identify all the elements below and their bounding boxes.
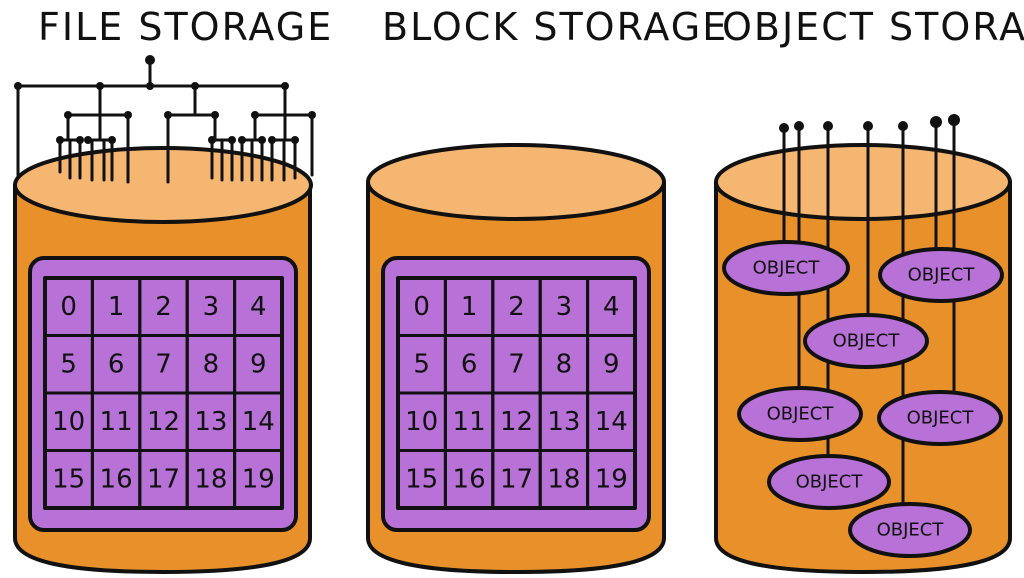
object-blob-2: OBJECT bbox=[878, 247, 1004, 303]
object-label: OBJECT bbox=[796, 472, 864, 493]
file-grid-number: 12 bbox=[147, 407, 180, 437]
object-label: OBJECT bbox=[877, 520, 945, 541]
block-grid-number: 0 bbox=[413, 292, 430, 322]
block-grid-number: 13 bbox=[547, 407, 580, 437]
file-grid-number: 3 bbox=[203, 292, 220, 322]
object-blob-1: OBJECT bbox=[722, 240, 850, 296]
file-grid-number: 4 bbox=[250, 292, 267, 322]
block-grid-number: 12 bbox=[500, 407, 533, 437]
object-blob-5: OBJECT bbox=[877, 390, 1003, 446]
object-label: OBJECT bbox=[833, 331, 901, 352]
block-grid-number: 18 bbox=[547, 464, 580, 494]
file-grid-number: 0 bbox=[60, 292, 77, 322]
block-grid-number: 3 bbox=[556, 292, 573, 322]
file-grid-number: 5 bbox=[60, 349, 77, 379]
object-label: OBJECT bbox=[907, 408, 975, 429]
file-grid-number: 9 bbox=[250, 349, 267, 379]
block-grid-number: 5 bbox=[413, 349, 430, 379]
object-blob-6: OBJECT bbox=[767, 454, 891, 510]
block-grid-cell bbox=[586, 449, 637, 510]
block-grid-number: 8 bbox=[556, 349, 573, 379]
file-grid-number: 14 bbox=[242, 407, 275, 437]
file-tree bbox=[14, 55, 316, 184]
file-grid-number: 8 bbox=[203, 349, 220, 379]
object-blob-4: OBJECT bbox=[737, 386, 863, 442]
block-grid-number: 6 bbox=[461, 349, 478, 379]
file-grid-number: 18 bbox=[194, 464, 227, 494]
object-label: OBJECT bbox=[767, 404, 835, 425]
file-grid-number: 15 bbox=[52, 464, 85, 494]
block-grid-number: 10 bbox=[405, 407, 438, 437]
object-label: OBJECT bbox=[753, 258, 821, 279]
file-grid-number: 1 bbox=[108, 292, 125, 322]
block-grid-number: 19 bbox=[595, 464, 628, 494]
file-grid-number: 13 bbox=[194, 407, 227, 437]
block-grid-number: 9 bbox=[603, 349, 620, 379]
file-grid-number: 10 bbox=[52, 407, 85, 437]
file-grid-number: 16 bbox=[100, 464, 133, 494]
block-grid-number: 16 bbox=[453, 464, 486, 494]
object-label: OBJECT bbox=[908, 265, 976, 286]
block-grid-number: 4 bbox=[603, 292, 620, 322]
file-grid-number: 2 bbox=[155, 292, 172, 322]
block-storage-title: BLOCK STORAGE bbox=[382, 5, 728, 49]
block-grid-number: 17 bbox=[500, 464, 533, 494]
file-grid-number: 17 bbox=[147, 464, 180, 494]
block-grid-number: 7 bbox=[508, 349, 525, 379]
object-blob-7: OBJECT bbox=[848, 502, 972, 558]
file-grid-number: 6 bbox=[108, 349, 125, 379]
file-grid-number: 11 bbox=[100, 407, 133, 437]
block-grid-number: 2 bbox=[508, 292, 525, 322]
file-grid-number: 19 bbox=[242, 464, 275, 494]
object-storage-title: OBJECT STORAGE bbox=[722, 5, 1024, 49]
file-grid-cell bbox=[233, 449, 284, 510]
file-storage-title: FILE STORAGE bbox=[38, 5, 333, 49]
object-blob-3: OBJECT bbox=[803, 313, 929, 369]
file-grid-number: 7 bbox=[155, 349, 172, 379]
block-grid-number: 14 bbox=[595, 407, 628, 437]
block-grid-number: 1 bbox=[461, 292, 478, 322]
block-grid-number: 11 bbox=[453, 407, 486, 437]
block-grid-number: 15 bbox=[405, 464, 438, 494]
